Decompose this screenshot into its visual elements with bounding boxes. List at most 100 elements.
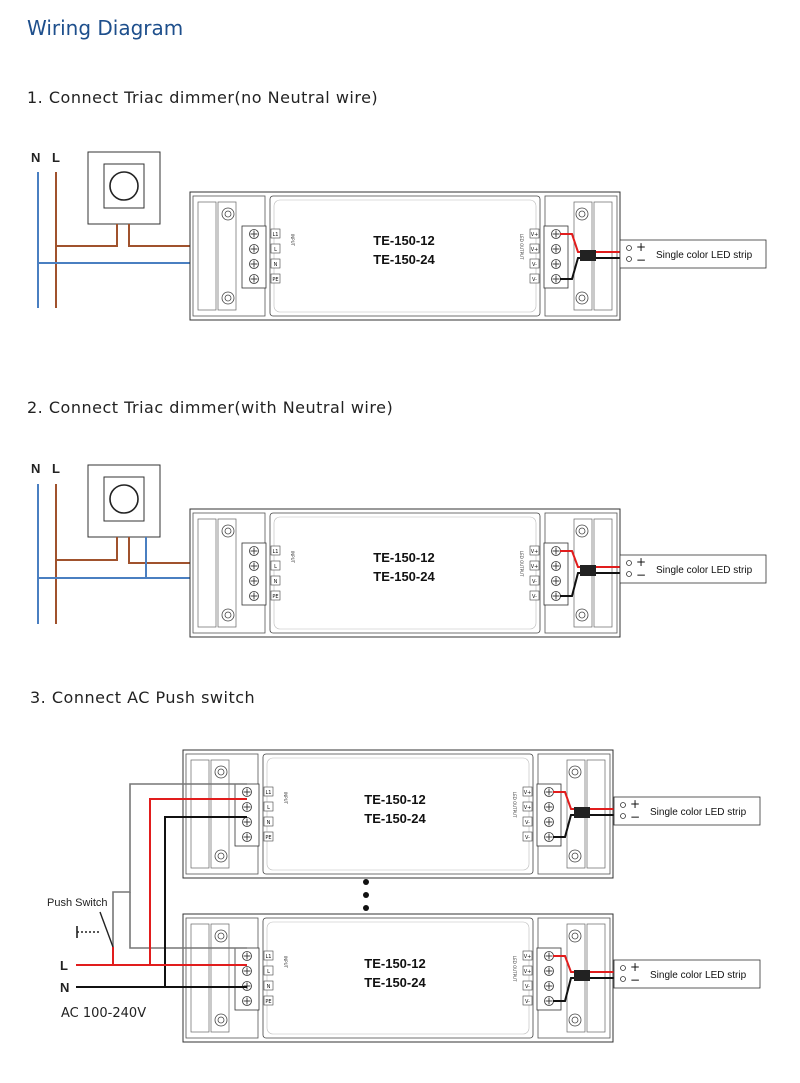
output-caption: LED OUTPUT [519, 234, 524, 260]
section-3-driver-2-model-line1: TE-150-12 [364, 956, 425, 971]
section-1: 1. Connect Triac dimmer(no Neutral wire)… [27, 88, 767, 321]
section-2-dimmer [87, 464, 161, 538]
section-3-driver-2-red-out [553, 955, 620, 973]
section-2-led-box [619, 554, 767, 584]
output-terminal-label: V+ [531, 247, 539, 253]
section-1-wire-bundle [580, 250, 596, 261]
section-3-driver-1-led-label: Single color LED strip [650, 807, 747, 818]
input-terminal-label: L1 [273, 549, 279, 555]
section-3-live-wire-driver-1 [149, 798, 247, 965]
output-terminal-label: V- [525, 984, 530, 990]
input-terminal-label: N [274, 579, 278, 585]
section-1-model-line2: TE-150-24 [373, 252, 435, 267]
push-switch-label: Push Switch [47, 897, 108, 909]
output-terminal-label: V+ [531, 564, 539, 570]
output-terminal-label: V+ [531, 232, 539, 238]
input-terminal-label: L1 [273, 232, 279, 238]
input-terminal-label: L [267, 805, 270, 811]
input-terminal-label: PE [272, 594, 278, 600]
input-caption: INPUT [290, 551, 295, 564]
section-2-model-line2: TE-150-24 [373, 569, 435, 584]
section-3-driver-2-led-label: Single color LED strip [650, 970, 747, 981]
output-terminal-label: V- [532, 262, 537, 268]
output-terminal-label: V- [525, 820, 530, 826]
section-3-driver-2-model-line2: TE-150-24 [364, 975, 426, 990]
output-terminal-label: V- [532, 594, 537, 600]
section-3-driver-1-model-line2: TE-150-24 [364, 811, 426, 826]
input-terminal-label: L1 [266, 954, 272, 960]
section-2-heading: 2. Connect Triac dimmer(with Neutral wir… [27, 398, 393, 417]
section-3-neutral-wire-driver-1 [164, 816, 247, 987]
output-terminal-label: V- [525, 835, 530, 841]
input-caption: INPUT [283, 792, 288, 805]
output-terminal-label: V+ [524, 954, 532, 960]
section-3-driver-1-plus: + [630, 797, 640, 811]
section-1-model-line1: TE-150-12 [373, 233, 434, 248]
section-3-driver-1-black-out [553, 814, 620, 838]
section-1-led-label: Single color LED strip [656, 250, 753, 261]
push-switch-icon [76, 911, 114, 948]
continuation-dot [363, 905, 369, 911]
continuation-dot [363, 879, 369, 885]
output-terminal-label: V- [532, 579, 537, 585]
section-2-n-label: N [31, 461, 40, 476]
section-3-driver-1-minus: − [630, 810, 640, 824]
section-1-red-out-wire [560, 233, 626, 253]
section-2-red-out-wire [560, 550, 626, 568]
section-1-minus: − [636, 253, 646, 267]
section-2: 2. Connect Triac dimmer(with Neutral wir… [27, 398, 767, 638]
section-1-n-label: N [31, 150, 40, 165]
output-terminal-label: V+ [524, 969, 532, 975]
section-2-model-line1: TE-150-12 [373, 550, 434, 565]
section-3-driver-2-wire-bundle [574, 970, 590, 981]
output-caption: LED OUTPUT [519, 551, 524, 577]
input-terminal-label: N [267, 984, 271, 990]
section-2-plus: + [636, 555, 646, 569]
section-1-plus: + [636, 240, 646, 254]
section-2-minus: − [636, 568, 646, 582]
section-2-driver: TE-150-12 TE-150-24 L1L N PE V+ V+ V- V- INPUT L… [189, 508, 621, 638]
section-3-driver-1-model-line1: TE-150-12 [364, 792, 425, 807]
input-terminal-label: PE [265, 835, 271, 841]
section-2-wire-bundle [580, 565, 596, 576]
input-terminal-label: N [267, 820, 271, 826]
section-2-dimmer-in-wire [56, 537, 118, 561]
section-3-heading: 3. Connect AC Push switch [30, 688, 255, 707]
section-1-heading: 1. Connect Triac dimmer(no Neutral wire) [27, 88, 378, 107]
section-3-driver-2-minus: − [630, 973, 640, 987]
section-1-dimmer [87, 151, 161, 225]
input-caption: INPUT [283, 956, 288, 969]
section-3-driver-1-red-out [553, 791, 620, 810]
output-caption: LED OUTPUT [512, 792, 517, 818]
input-terminal-label: N [274, 262, 278, 268]
section-3-driver-1: TE-150-12 TE-150-24 L1L N PE V+ V+ V- V- INPUT L… [182, 749, 614, 879]
output-terminal-label: V+ [524, 790, 532, 796]
section-2-black-out-wire [560, 572, 626, 597]
ac-voltage-label: AC 100-240V [61, 1006, 146, 1021]
output-terminal-label: V+ [524, 805, 532, 811]
input-terminal-label: PE [272, 277, 278, 283]
section-2-led-label: Single color LED strip [656, 565, 753, 576]
input-terminal-label: PE [265, 999, 271, 1005]
section-1-black-out-wire [560, 257, 626, 280]
section-3-grey-wire-driver-2 [129, 892, 247, 949]
output-terminal-label: V+ [531, 549, 539, 555]
input-terminal-label: L [267, 969, 270, 975]
page-title: Wiring Diagram [27, 16, 183, 40]
input-caption: INPUT [290, 234, 295, 247]
section-3-driver-1-led-box [613, 796, 761, 826]
section-3-driver-2-led-box [613, 959, 761, 989]
input-terminal-label: L1 [266, 790, 272, 796]
continuation-dot [363, 892, 369, 898]
section-3-driver-2-black-out [553, 977, 620, 1002]
section-3-driver-2-plus: + [630, 960, 640, 974]
section-3-driver-1-wire-bundle [574, 807, 590, 818]
input-terminal-label: L [274, 564, 277, 570]
section-1-l-label: L [52, 150, 60, 165]
section-2-l-label: L [52, 461, 60, 476]
section-1-dimmer-in-wire [56, 224, 118, 247]
input-terminal-label: L [274, 247, 277, 253]
